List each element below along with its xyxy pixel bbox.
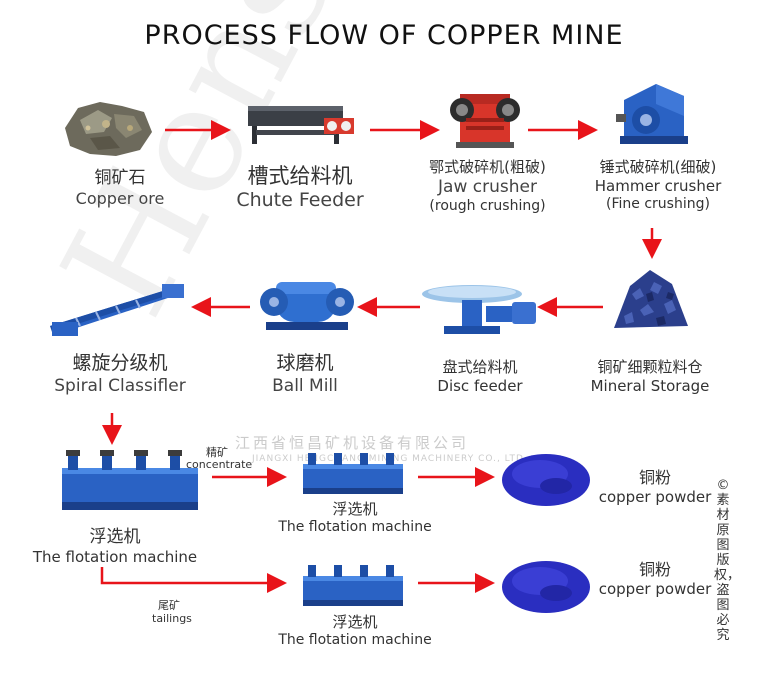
- ball-label-en: Ball Mill: [272, 375, 338, 396]
- hammer-label-en: Hammer crusher: [594, 176, 722, 195]
- copyright-note: ©素材原图版权，盗图必究: [714, 478, 741, 643]
- company-watermark: 江西省恒昌矿机设备有限公司: [235, 434, 470, 452]
- flot-main-label-en: The flotation machine: [32, 548, 198, 567]
- powder-upper-label-cn: 铜粉: [638, 468, 671, 487]
- jaw-label: 鄂式破碎机(粗破) Jaw crusher (rough crushing): [405, 158, 570, 216]
- ore-label-cn: 铜矿石: [94, 168, 146, 188]
- flot-upper-label-cn: 浮选机: [332, 500, 378, 518]
- flot-main-label-cn: 浮选机: [89, 527, 141, 547]
- flot-main-label: 浮选机 The flotation machine: [20, 527, 210, 567]
- spiral-classifier-image: [50, 284, 184, 336]
- flot-lower-label-en: The flotation machine: [278, 631, 432, 648]
- jaw-label-cn: 鄂式破碎机(粗破): [429, 158, 546, 176]
- chute-feeder-image: [248, 106, 354, 144]
- powder-lower-label-cn: 铜粉: [638, 560, 671, 579]
- hammer-crusher-image: [616, 84, 688, 144]
- mineral-storage-image: [614, 270, 688, 328]
- ball-mill-image: [260, 282, 354, 330]
- flotation-machine-main-image: [62, 450, 198, 510]
- powder-lower-label-en: copper powder: [598, 580, 712, 598]
- flot-upper-label-en: The flotation machine: [278, 518, 432, 535]
- arrow-tailings: [100, 567, 287, 593]
- ore-label: 铜矿石 Copper ore: [40, 168, 200, 209]
- copper-powder-upper-image: [502, 454, 590, 506]
- hammer-label-cn: 锤式破碎机(细破): [599, 158, 717, 176]
- storage-label-cn: 铜矿细颗粒料仓: [597, 358, 703, 376]
- chute-label-en: Chute Feeder: [236, 189, 364, 212]
- jaw-label-note: (rough crushing): [429, 198, 546, 214]
- tailings-label-en: tailings: [152, 612, 192, 625]
- storage-label-en: Mineral Storage: [590, 376, 710, 395]
- flotation-machine-lower-image: [303, 565, 403, 606]
- disc-feeder-image: [422, 285, 536, 334]
- disc-label: 盘式给料机 Disc feeder: [410, 358, 550, 396]
- spiral-label-en: Spiral Classifler: [54, 375, 186, 396]
- concentrate-label-en: concentrate: [186, 458, 253, 471]
- chute-label: 槽式给料机 Chute Feeder: [210, 163, 390, 213]
- spiral-label: 螺旋分级机 Spiral Classifler: [40, 352, 200, 397]
- flot-lower-label: 浮选机 The flotation machine: [270, 613, 440, 649]
- flot-upper-label: 浮选机 The flotation machine: [270, 500, 440, 536]
- page-title: PROCESS FLOW OF COPPER MINE: [144, 20, 624, 51]
- jaw-crusher-image: [450, 94, 520, 148]
- tailings-label-cn: 尾矿: [158, 599, 180, 612]
- concentrate-label-cn: 精矿: [206, 446, 228, 459]
- powder-upper-label-en: copper powder: [598, 488, 712, 506]
- jaw-label-en: Jaw crusher: [438, 176, 537, 197]
- powder-upper-label: 铜粉 copper powder: [596, 468, 714, 507]
- storage-label: 铜矿细颗粒料仓 Mineral Storage: [580, 358, 720, 396]
- ball-label-cn: 球磨机: [276, 352, 334, 374]
- ore-label-en: Copper ore: [75, 189, 165, 209]
- powder-lower-label: 铜粉 copper powder: [596, 560, 714, 599]
- spiral-label-cn: 螺旋分级机: [72, 352, 168, 374]
- ball-label: 球磨机 Ball Mill: [245, 352, 365, 397]
- hammer-label: 锤式破碎机(细破) Hammer crusher (Fine crushing): [578, 158, 738, 213]
- flotation-machine-upper-image: [303, 453, 403, 494]
- copper-ore-image: [65, 102, 152, 156]
- copper-powder-lower-image: [502, 561, 590, 613]
- chute-label-cn: 槽式给料机: [247, 164, 353, 188]
- disc-label-en: Disc feeder: [437, 376, 523, 395]
- disc-label-cn: 盘式给料机: [442, 358, 518, 376]
- hammer-label-note: (Fine crushing): [606, 195, 710, 212]
- flot-lower-label-cn: 浮选机: [332, 613, 378, 631]
